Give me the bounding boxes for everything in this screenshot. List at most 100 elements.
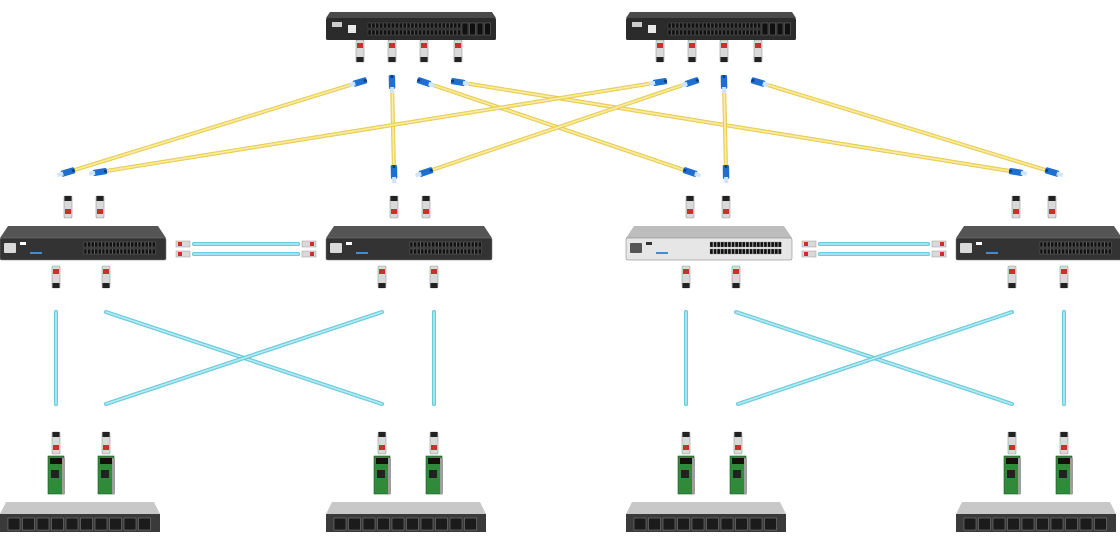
spine-1-port (426, 29, 430, 36)
spine-1-port (383, 22, 387, 29)
spine-1-port (434, 22, 438, 29)
leaf-2-port (409, 241, 414, 248)
leaf-2-port (449, 241, 453, 248)
peer-transceiver-tab (310, 252, 314, 256)
server-4-nic-2-cage (1058, 458, 1070, 464)
leaf-3-port (731, 241, 735, 248)
spine-leaf-fiber-5 (98, 80, 662, 174)
leaf-3 (625, 226, 793, 261)
server-1-nic-2 (97, 455, 115, 495)
leaf-lc-connector-6-boot (414, 171, 422, 178)
leaf-2-port (456, 241, 460, 248)
leaf-1-port (127, 241, 131, 248)
spine-lc-connector-8-boot (762, 81, 770, 88)
leaf-lc-connector-7-ferrule (724, 164, 728, 169)
server-3-nic-1-cage (680, 458, 692, 464)
server-4-nic-1-chip (1007, 470, 1015, 478)
leaf-3-port (771, 248, 775, 255)
spine-1-port (434, 29, 438, 36)
server-2-nic-2-bracket (440, 458, 443, 494)
leaf-2-port (442, 248, 446, 255)
spine-lc-connector-3-boot (428, 81, 436, 88)
leaf-1-port (112, 241, 116, 248)
server-2-top-cover (326, 502, 486, 514)
server-2-nic-1-chip (377, 470, 385, 478)
server-4-drive-bay (992, 517, 1006, 531)
leaf-1-port (145, 241, 149, 248)
spine-lc-connector-2-boot (390, 86, 395, 94)
server-4-drive-bay (1065, 517, 1078, 531)
leaf-2-port (435, 241, 439, 248)
leaf-3-logo-icon (646, 242, 652, 245)
leaf-4-port (1090, 248, 1094, 255)
leaf-3-port (713, 248, 717, 255)
leaf-3-port (742, 248, 746, 255)
leaf-2-port (471, 248, 475, 255)
leaf-3-downlink-transceiver-2-pull-tab (733, 269, 739, 274)
server-4-top-cover (956, 502, 1116, 514)
spine-leaf-fiber-5-highlight (99, 81, 661, 173)
server-1-drive-bay (51, 517, 64, 531)
leaf-lc-connector-7-housing (722, 164, 730, 180)
spine-1-port (402, 22, 407, 29)
server-2-drive-bay (464, 517, 477, 531)
server-3-nic-transceiver-1-pull-tab (683, 445, 689, 450)
spine-lc-connector-4-housing (450, 77, 466, 87)
leaf-2-uplink-transceiver-2-latch (422, 196, 430, 201)
leaf-2-port (438, 248, 442, 255)
leaf-4-port (1083, 248, 1087, 255)
leaf-2-uplink-transceiver-1 (389, 195, 399, 219)
spine-2-port (706, 22, 711, 29)
leaf-4-uplink-transceiver-1-pull-tab (1013, 209, 1019, 214)
leaf-1-uplink-transceiver-1-latch (64, 196, 72, 201)
leaf-2-port (445, 248, 450, 255)
leaf-4-port (1104, 241, 1108, 248)
leaf-1-port (134, 248, 138, 255)
spine-lc-connector-3 (416, 77, 436, 88)
leaf-2-downlink-transceiver-2-latch (430, 283, 438, 288)
leaf-lc-connector-4-boot (1020, 170, 1028, 176)
spine-2-uplink-port (776, 22, 784, 36)
leaf-2-downlink-transceiver-1-pull-tab (379, 269, 385, 274)
leaf-1-port (83, 241, 88, 248)
leaf-2-downlink-transceiver-2-pull-tab (431, 269, 437, 274)
leaf-1-port (116, 241, 120, 248)
spine-1-port (399, 29, 403, 36)
leaf-3-chassis (625, 237, 793, 261)
spine-2-port (671, 29, 676, 36)
spine-2-port (730, 29, 734, 36)
leaf-4-downlink-transceiver-2-latch (1060, 283, 1068, 288)
transceiver-layer (51, 39, 1069, 455)
spine-leaf-fiber-4-highlight (457, 81, 1017, 173)
leaf-1-uplink-transceiver-2 (95, 195, 105, 219)
leaf-lc-connector-2 (390, 164, 398, 184)
peer-transceiver-tab (804, 242, 808, 246)
spine-2-port (675, 29, 680, 36)
spine-1-port (449, 29, 454, 36)
spine-2-logo-icon (632, 22, 642, 27)
server-4-drive-bay (1021, 517, 1035, 531)
leaf-2-port (424, 248, 428, 255)
spine-2-port (726, 22, 730, 29)
server-3-nic-2 (729, 455, 747, 495)
leaf-2-port (478, 241, 482, 248)
leaf-3-status-led (656, 252, 668, 254)
server-1-drive-bay (123, 517, 137, 531)
spine-1-transceiver-1 (355, 39, 365, 63)
leaf-4-uplink-transceiver-1-latch (1012, 196, 1020, 201)
spine-2-port (695, 29, 699, 36)
leaf-2-port (417, 248, 421, 255)
leaf-server-fiber-3 (104, 310, 384, 406)
leaf-1-port (112, 248, 116, 255)
leaf-4-port (1101, 248, 1105, 255)
leaf-1-port (105, 248, 109, 255)
spine-lc-connector-7-ferrule (722, 74, 726, 79)
leaf-2-downlink-transceiver-1 (377, 265, 387, 289)
server-2-nic-1-cage (376, 458, 388, 464)
spine-2-transceiver-3-latch (720, 57, 728, 62)
spine-1-port (426, 22, 430, 29)
leaf-4-port (1075, 241, 1080, 248)
leaf-1-port (148, 241, 152, 248)
leaf-3-port (720, 248, 724, 255)
spine-1-port (418, 29, 422, 36)
